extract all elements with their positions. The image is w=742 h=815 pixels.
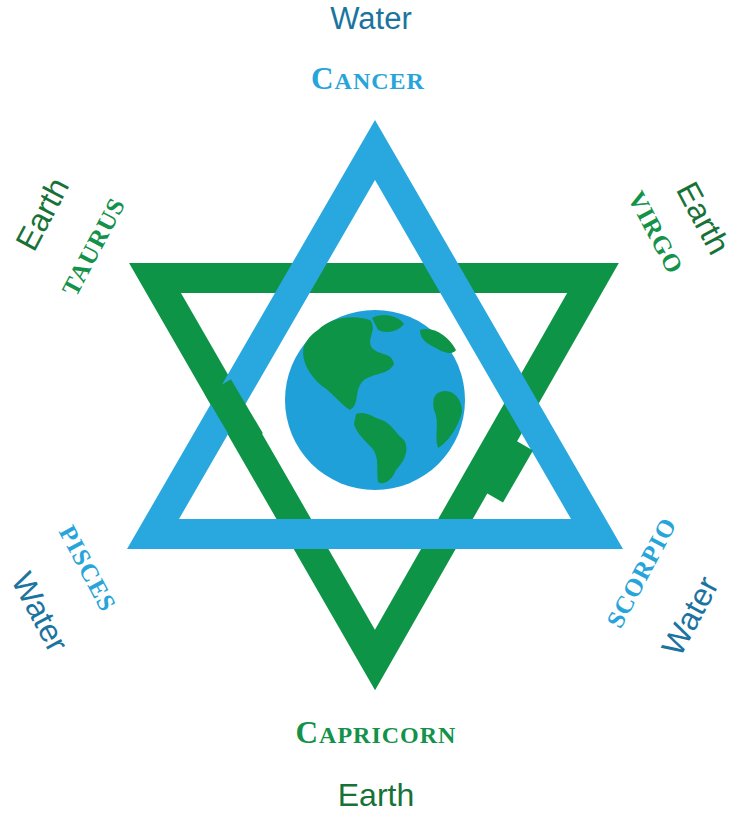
sign-label: SCORPIO (602, 513, 681, 631)
sign-label: TAURUS (57, 193, 129, 299)
sign-label: CANCER (311, 63, 425, 94)
element-label: Earth (338, 779, 414, 811)
interlace-segment (490, 443, 520, 495)
interlace-segment (218, 387, 250, 441)
element-label: Water (656, 571, 724, 660)
continents (303, 315, 462, 483)
element-label: Water (6, 567, 74, 656)
element-label: Earth (671, 177, 735, 260)
element-label: Water (330, 3, 412, 34)
interlace-segment (330, 263, 420, 293)
earth-triangle (155, 278, 593, 660)
globe (285, 310, 465, 490)
element-label: Earth (10, 173, 74, 256)
sign-label: PISCES (55, 521, 121, 615)
water-triangle (153, 150, 597, 534)
sign-label: CAPRICORN (296, 717, 457, 748)
